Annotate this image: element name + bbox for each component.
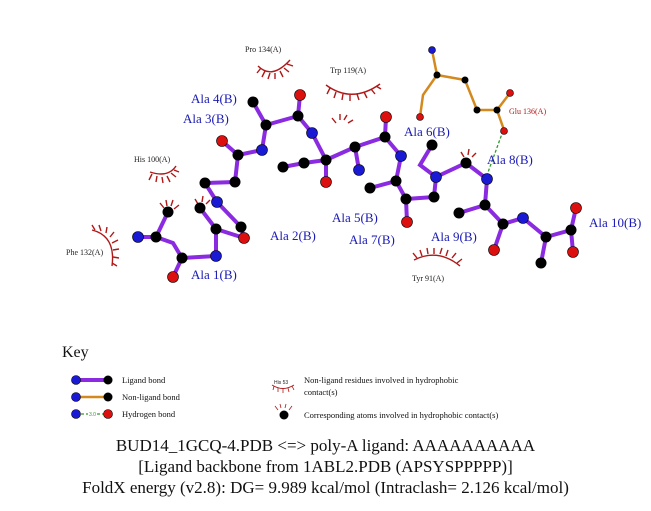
hydrogen-bond: [486, 130, 504, 176]
atoms: [132, 46, 582, 283]
key-residue-sample: His 53: [274, 380, 288, 386]
nonligand-bonds: [418, 48, 512, 132]
key: Key Ligand bond Non-ligand bond 3.0 Hydr…: [62, 344, 498, 420]
label-ala-2: Ala 2(B): [270, 228, 316, 243]
label-pro-134: Pro 134(A): [245, 45, 282, 54]
footer-line-2: [Ligand backbone from 1ABL2.PDB (APSYSPP…: [138, 457, 513, 476]
key-nonligand-bond: Non-ligand bond: [122, 392, 181, 402]
label-glu-136: Glu 136(A): [509, 107, 546, 116]
label-his-100: His 100(A): [134, 155, 171, 164]
residue-labels: Ala 1(B) Ala 2(B) Ala 3(B) Ala 4(B) Ala …: [183, 91, 641, 282]
label-ala-4: Ala 4(B): [191, 91, 237, 106]
label-ala-6: Ala 6(B): [404, 124, 450, 139]
label-ala-3: Ala 3(B): [183, 111, 229, 126]
label-ala-10: Ala 10(B): [589, 215, 641, 230]
label-ala-1: Ala 1(B): [191, 267, 237, 282]
key-corresponding-atoms: Corresponding atoms involved in hydropho…: [304, 410, 498, 420]
label-ala-5: Ala 5(B): [332, 210, 378, 225]
key-nonligand-residues-2: contact(s): [304, 387, 338, 397]
hydrophobic-labels: Pro 134(A) Trp 119(A) His 100(A) Phe 132…: [66, 45, 546, 283]
label-ala-8: Ala 8(B): [487, 152, 533, 167]
label-ala-7: Ala 7(B): [349, 232, 395, 247]
key-nonligand-residues-1: Non-ligand residues involved in hydropho…: [304, 375, 459, 385]
key-ligand-bond: Ligand bond: [122, 375, 166, 385]
footer-line-3: FoldX energy (v2.8): DG= 9.989 kcal/mol …: [82, 478, 569, 497]
key-hydrogen-bond: Hydrogen bond: [122, 409, 176, 419]
footer-line-1: BUD14_1GCQ-4.PDB <=> poly-A ligand: AAAA…: [115, 436, 536, 455]
key-hbond-distance: 3.0: [89, 412, 96, 418]
label-phe-132: Phe 132(A): [66, 248, 103, 257]
hydrophobic-arcs: [91, 59, 477, 267]
label-tyr-91: Tyr 91(A): [412, 274, 444, 283]
label-ala-9: Ala 9(B): [431, 229, 477, 244]
label-trp-119: Trp 119(A): [330, 66, 366, 75]
key-title: Key: [62, 344, 89, 361]
